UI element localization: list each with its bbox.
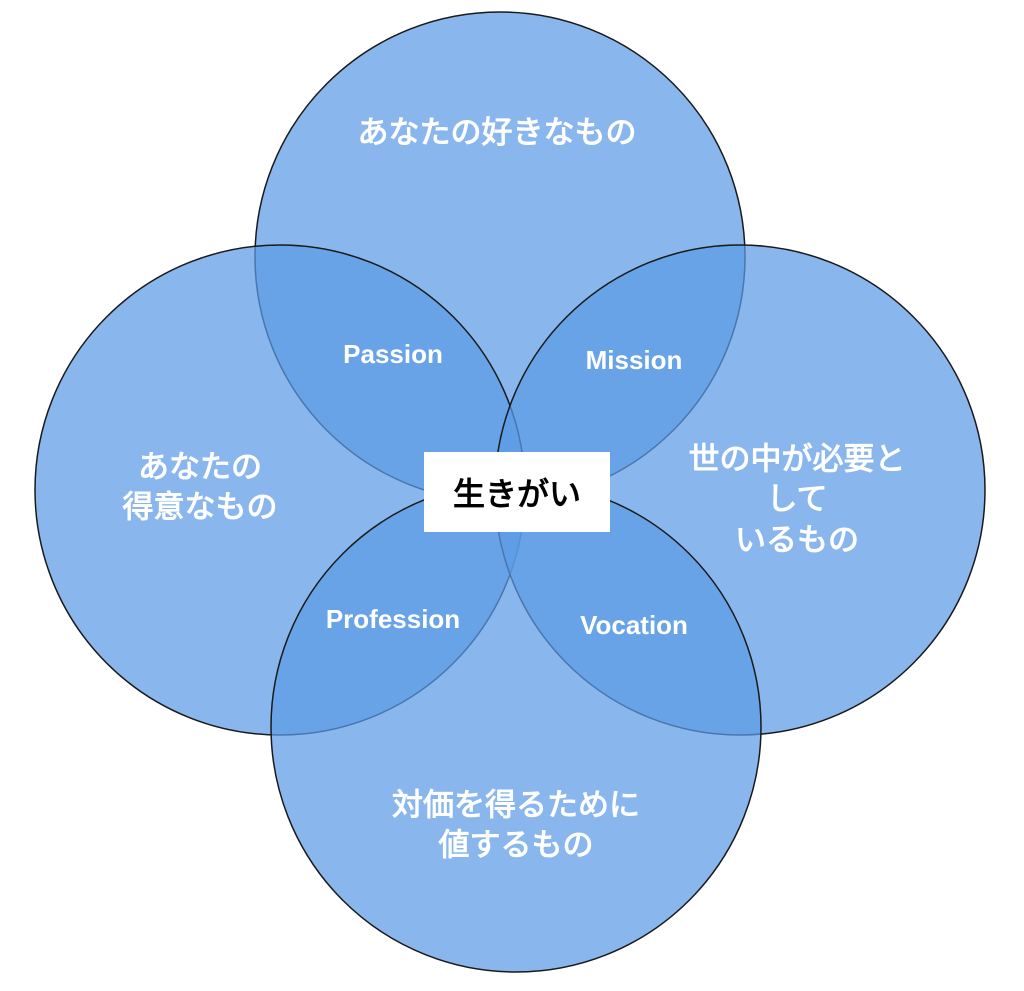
overlap-label-vocation: Vocation: [580, 610, 688, 641]
circle-label-bottom: 対価を得るために 値するもの: [392, 787, 640, 864]
overlap-label-passion: Passion: [343, 339, 443, 370]
center-ikigai-label: 生きがい: [452, 475, 581, 513]
circle-label-left: あなたの 得意なもの: [122, 449, 278, 526]
center-ikigai-box: 生きがい: [424, 452, 610, 532]
circle-label-right: 世の中が必要として いるもの: [688, 441, 906, 559]
overlap-label-mission: Mission: [585, 345, 683, 376]
overlap-label-profession: Profession: [325, 604, 461, 635]
circle-label-top: あなたの好きなもの: [357, 114, 637, 151]
